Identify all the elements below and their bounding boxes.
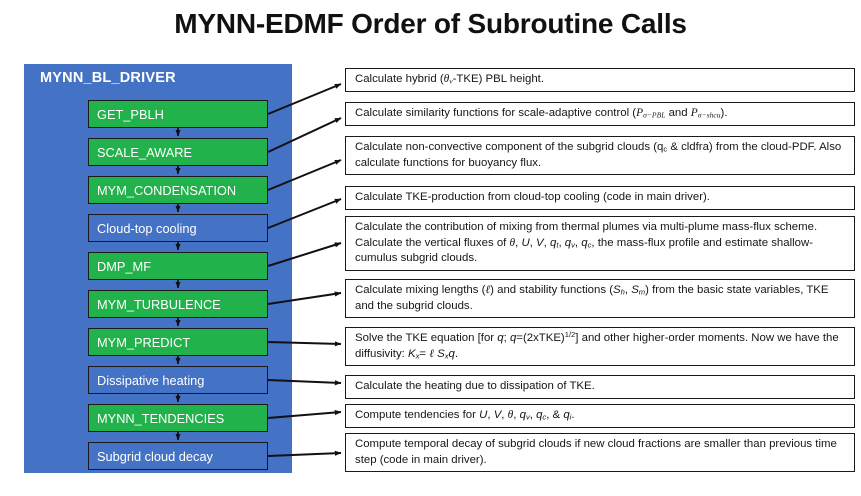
- flow-step-scale-aware[interactable]: SCALE_AWARE: [88, 138, 268, 166]
- description-get-pblh: Calculate hybrid (θv-TKE) PBL height.: [345, 68, 855, 92]
- description-dissipative-heating: Calculate the heating due to dissipation…: [345, 375, 855, 399]
- flow-step-mym-turbulence[interactable]: MYM_TURBULENCE: [88, 290, 268, 318]
- flow-step-label: GET_PBLH: [97, 106, 164, 122]
- description-mynn-tendencies: Compute tendencies for U, V, θ, qv, qc, …: [345, 404, 855, 428]
- flow-step-mym-predict[interactable]: MYM_PREDICT: [88, 328, 268, 356]
- flow-step-label: MYM_TURBULENCE: [97, 296, 221, 312]
- flow-step-cloud-top-cooling[interactable]: Cloud-top cooling: [88, 214, 268, 242]
- flow-step-mynn-tendencies[interactable]: MYNN_TENDENCIES: [88, 404, 268, 432]
- flow-step-label: Subgrid cloud decay: [97, 448, 213, 464]
- description-cloud-top-cooling: Calculate TKE-production from cloud-top …: [345, 186, 855, 210]
- flow-step-label: DMP_MF: [97, 258, 152, 274]
- description-mym-turbulence: Calculate mixing lengths (ℓ) and stabili…: [345, 279, 855, 319]
- description-scale-aware: Calculate similarity functions for scale…: [345, 102, 855, 126]
- flow-step-get-pblh[interactable]: GET_PBLH: [88, 100, 268, 128]
- description-dmp-mf: Calculate the contribution of mixing fro…: [345, 216, 855, 271]
- description-mym-predict: Solve the TKE equation [for q; q=(2xTKE)…: [345, 327, 855, 367]
- page-title: MYNN-EDMF Order of Subroutine Calls: [174, 8, 687, 39]
- flow-step-label: SCALE_AWARE: [97, 144, 193, 160]
- flow-step-label: MYNN_TENDENCIES: [97, 410, 225, 426]
- flow-step-mym-condensation[interactable]: MYM_CONDENSATION: [88, 176, 268, 204]
- flow-step-subgrid-cloud-decay[interactable]: Subgrid cloud decay: [88, 442, 268, 470]
- flow-step-dmp-mf[interactable]: DMP_MF: [88, 252, 268, 280]
- flow-step-label: Cloud-top cooling: [97, 220, 197, 236]
- driver-label: MYNN_BL_DRIVER: [40, 70, 176, 86]
- description-subgrid-cloud-decay: Compute temporal decay of subgrid clouds…: [345, 433, 855, 473]
- flow-step-dissipative-heating[interactable]: Dissipative heating: [88, 366, 268, 394]
- flow-step-label: Dissipative heating: [97, 372, 205, 388]
- flow-step-label: MYM_CONDENSATION: [97, 182, 237, 198]
- description-mym-condensation: Calculate non-convective component of th…: [345, 136, 855, 176]
- flow-step-label: MYM_PREDICT: [97, 334, 191, 350]
